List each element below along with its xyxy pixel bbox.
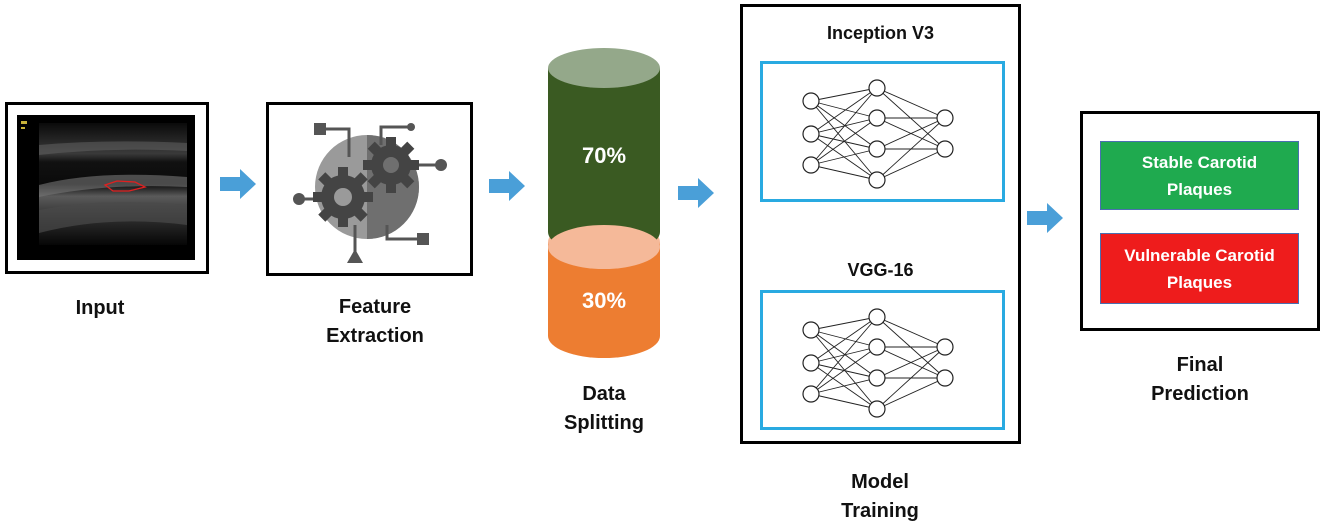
feature-label-line1: Feature bbox=[338, 296, 412, 318]
split-label-line2: Splitting bbox=[564, 412, 644, 434]
feature-extraction-frame bbox=[266, 102, 473, 276]
train-percent: 70% bbox=[581, 143, 627, 168]
inception-network-box bbox=[760, 61, 1005, 202]
test-percent: 30% bbox=[581, 288, 627, 313]
prediction-label-line2: Prediction bbox=[1151, 383, 1249, 405]
stable-line2: Plaques bbox=[1166, 179, 1233, 199]
vulnerable-line1: Vulnerable Carotid bbox=[1124, 245, 1275, 265]
vgg-network-box bbox=[760, 290, 1005, 430]
final-prediction-label: Final Prediction bbox=[1140, 351, 1260, 409]
input-label: Input bbox=[75, 297, 125, 319]
vulnerable-plaques-box: Vulnerable Carotid Plaques bbox=[1100, 233, 1299, 304]
stable-line1: Stable Carotid bbox=[1141, 152, 1258, 172]
feature-extraction-label: Feature Extraction bbox=[300, 293, 450, 351]
model-training-label: Model Training bbox=[820, 468, 940, 526]
training-label-line2: Training bbox=[841, 500, 919, 522]
data-split-cylinder bbox=[548, 48, 660, 358]
model2-title: VGG-16 bbox=[847, 260, 914, 280]
gears-icon bbox=[293, 123, 447, 263]
split-label-line1: Data bbox=[582, 383, 626, 405]
neural-network-icon bbox=[802, 308, 954, 418]
neural-network-icon bbox=[802, 79, 954, 189]
arrow-right-icon bbox=[678, 178, 714, 208]
final-prediction-frame: Stable Carotid Plaques Vulnerable Caroti… bbox=[1080, 111, 1320, 331]
stable-plaques-box: Stable Carotid Plaques bbox=[1100, 141, 1299, 210]
arrow-right-icon bbox=[1027, 203, 1063, 233]
feature-label-line2: Extraction bbox=[326, 325, 424, 347]
model-training-frame: Inception V3 VGG-16 bbox=[740, 4, 1021, 444]
arrow-right-icon bbox=[220, 169, 256, 199]
vulnerable-line2: Plaques bbox=[1166, 272, 1233, 292]
input-image-frame bbox=[5, 102, 209, 274]
model1-title: Inception V3 bbox=[826, 23, 934, 43]
prediction-label-line1: Final bbox=[1176, 354, 1224, 376]
ultrasound-image bbox=[17, 115, 195, 260]
arrow-right-icon bbox=[489, 171, 525, 201]
data-splitting-label: Data Splitting bbox=[544, 380, 664, 438]
training-label-line1: Model bbox=[851, 471, 909, 493]
